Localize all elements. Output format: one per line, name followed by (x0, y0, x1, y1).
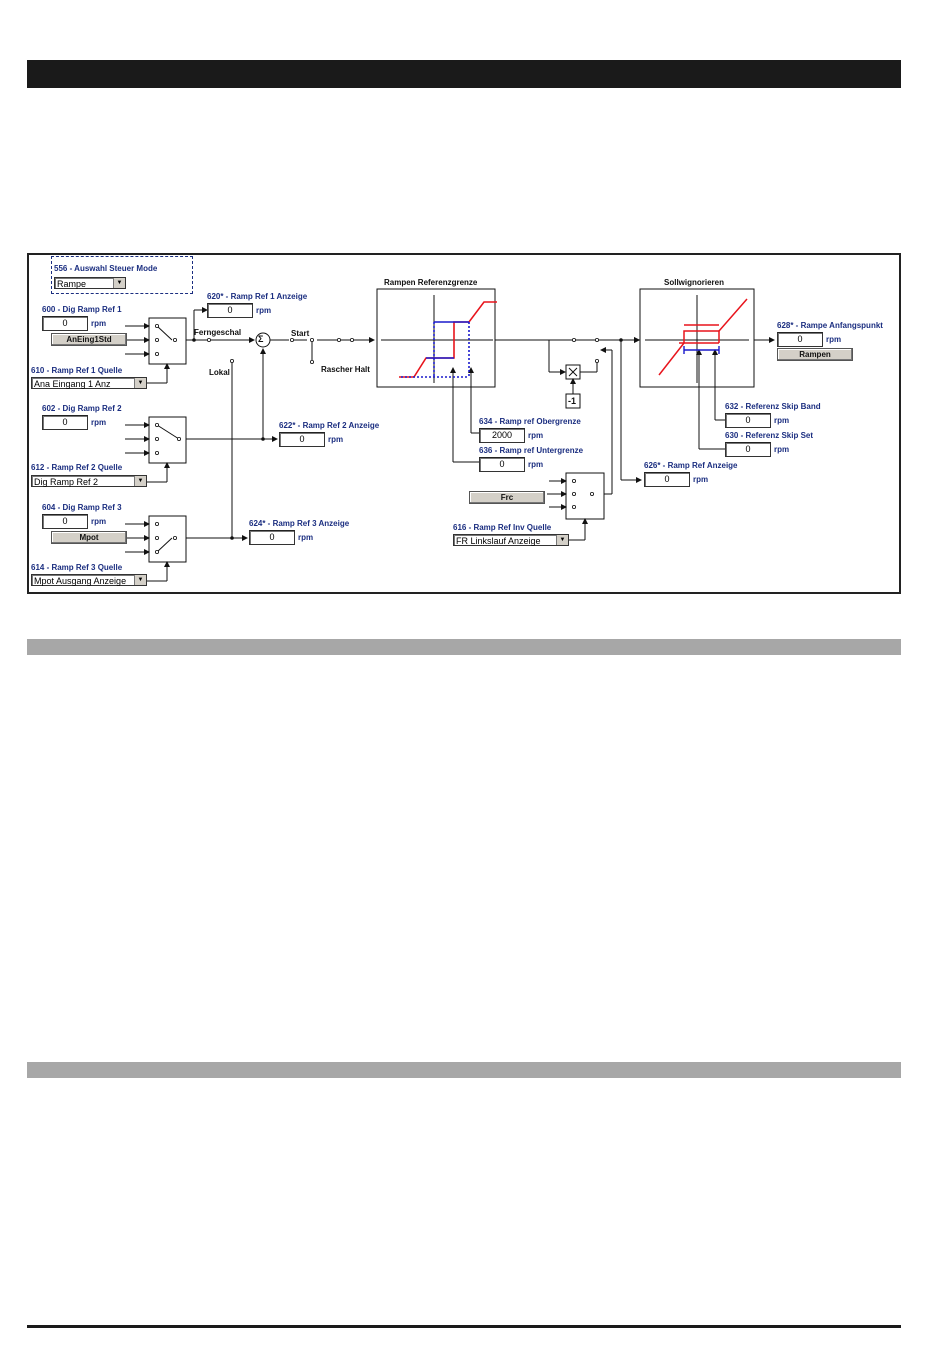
limit-graph-title: Rampen Referenzgrenze (384, 278, 478, 287)
ref3-display-field: 0 (249, 530, 295, 545)
ref3-selector (148, 515, 187, 563)
ref1-value-field[interactable]: 0 (42, 316, 88, 331)
ref1-display-label: 620* - Ramp Ref 1 Anzeige (207, 292, 308, 301)
ref3-unit: rpm (91, 517, 107, 526)
ref1-source-button[interactable]: AnEing1Std (51, 333, 127, 346)
ref1-source-select-value: Ana Eingang 1 Anz (34, 379, 111, 389)
ferngeschal-label: Ferngeschal (194, 328, 242, 337)
ref3-source-label: 614 - Ramp Ref 3 Quelle (31, 563, 123, 572)
ref2-label: 602 - Dig Ramp Ref 2 (42, 404, 122, 413)
ref1-source-select[interactable]: Ana Eingang 1 Anz ▼ (31, 377, 147, 389)
ramp-start-field: 0 (777, 332, 823, 347)
skip-set-unit: rpm (774, 445, 790, 454)
page-header-bar (27, 60, 901, 88)
inv-source-label: 616 - Ramp Ref Inv Quelle (453, 523, 552, 532)
ref-display-field: 0 (644, 472, 690, 487)
upper-limit-label: 634 - Ramp ref Obergrenze (479, 417, 581, 426)
ref3-display-label: 624* - Ramp Ref 3 Anzeige (249, 519, 350, 528)
section-bar-1 (27, 639, 901, 655)
ref-display-label: 626* - Ramp Ref Anzeige (644, 461, 738, 470)
upper-limit-unit: rpm (528, 431, 544, 440)
ref3-source-select-value: Mpot Ausgang Anzeige (34, 576, 127, 586)
skip-band-unit: rpm (774, 416, 790, 425)
skip-set-label: 630 - Referenz Skip Set (725, 431, 814, 440)
lower-limit-label: 636 - Ramp ref Untergrenze (479, 446, 584, 455)
footer-rule (27, 1325, 901, 1328)
skip-graph-box (639, 288, 755, 388)
inv-source-select-value: FR Linkslauf Anzeige (456, 536, 541, 546)
mode-label: 556 - Auswahl Steuer Mode (54, 264, 158, 273)
chevron-down-icon: ▼ (134, 575, 146, 585)
ref2-value-field[interactable]: 0 (42, 415, 88, 430)
skip-band-label: 632 - Referenz Skip Band (725, 402, 821, 411)
chevron-down-icon: ▼ (556, 535, 568, 545)
skip-graph-title: Sollwignorieren (664, 278, 725, 287)
skip-band-field[interactable]: 0 (725, 413, 771, 428)
limit-graph-box (376, 288, 496, 388)
lokal-label: Lokal (209, 368, 230, 377)
ref3-source-select[interactable]: Mpot Ausgang Anzeige ▼ (31, 574, 147, 586)
lower-limit-unit: rpm (528, 460, 544, 469)
ref3-label: 604 - Dig Ramp Ref 3 (42, 503, 122, 512)
ref2-source-select[interactable]: Dig Ramp Ref 2 ▼ (31, 475, 147, 487)
ref2-display-field: 0 (279, 432, 325, 447)
negate-label: -1 (568, 396, 577, 406)
rampen-button[interactable]: Rampen (777, 348, 853, 361)
chevron-down-icon: ▼ (113, 278, 125, 288)
ref1-unit: rpm (91, 319, 107, 328)
ref1-label: 600 - Dig Ramp Ref 1 (42, 305, 122, 314)
frc-button[interactable]: Frc (469, 491, 545, 504)
skip-set-field[interactable]: 0 (725, 442, 771, 457)
chevron-down-icon: ▼ (134, 476, 146, 486)
ref3-value-field[interactable]: 0 (42, 514, 88, 529)
inv-source-select[interactable]: FR Linkslauf Anzeige ▼ (453, 534, 569, 546)
ref1-selector (148, 317, 187, 365)
ref-display-unit: rpm (693, 475, 709, 484)
ref1-display-field: 0 (207, 303, 253, 318)
start-label: Start (291, 329, 310, 338)
inv-selector (565, 472, 605, 520)
rascher-halt-label: Rascher Halt (321, 365, 370, 374)
upper-limit-field[interactable]: 2000 (479, 428, 525, 443)
chevron-down-icon: ▼ (134, 378, 146, 388)
ref3-source-button[interactable]: Mpot (51, 531, 127, 544)
ref1-source-label: 610 - Ramp Ref 1 Quelle (31, 366, 123, 375)
ramp-start-label: 628* - Rampe Anfangspunkt (777, 321, 883, 330)
ref2-display-label: 622* - Ramp Ref 2 Anzeige (279, 421, 380, 430)
sum-symbol: Σ (258, 334, 264, 344)
diagram-lines (125, 288, 775, 582)
ref2-unit: rpm (91, 418, 107, 427)
mode-select-value: Rampe (57, 279, 87, 289)
ramp-reference-block-diagram: 556 - Auswahl Steuer Mode Rampe ▼ 600 - … (27, 253, 901, 594)
mode-select-group (51, 256, 193, 294)
ref2-source-label: 612 - Ramp Ref 2 Quelle (31, 463, 123, 472)
ref2-source-select-value: Dig Ramp Ref 2 (34, 477, 99, 487)
ramp-start-unit: rpm (826, 335, 842, 344)
mode-select[interactable]: Rampe ▼ (54, 277, 126, 289)
lower-limit-field[interactable]: 0 (479, 457, 525, 472)
ref3-display-unit: rpm (298, 533, 314, 542)
ref1-display-unit: rpm (256, 306, 272, 315)
section-bar-2 (27, 1062, 901, 1078)
ref2-display-unit: rpm (328, 435, 344, 444)
